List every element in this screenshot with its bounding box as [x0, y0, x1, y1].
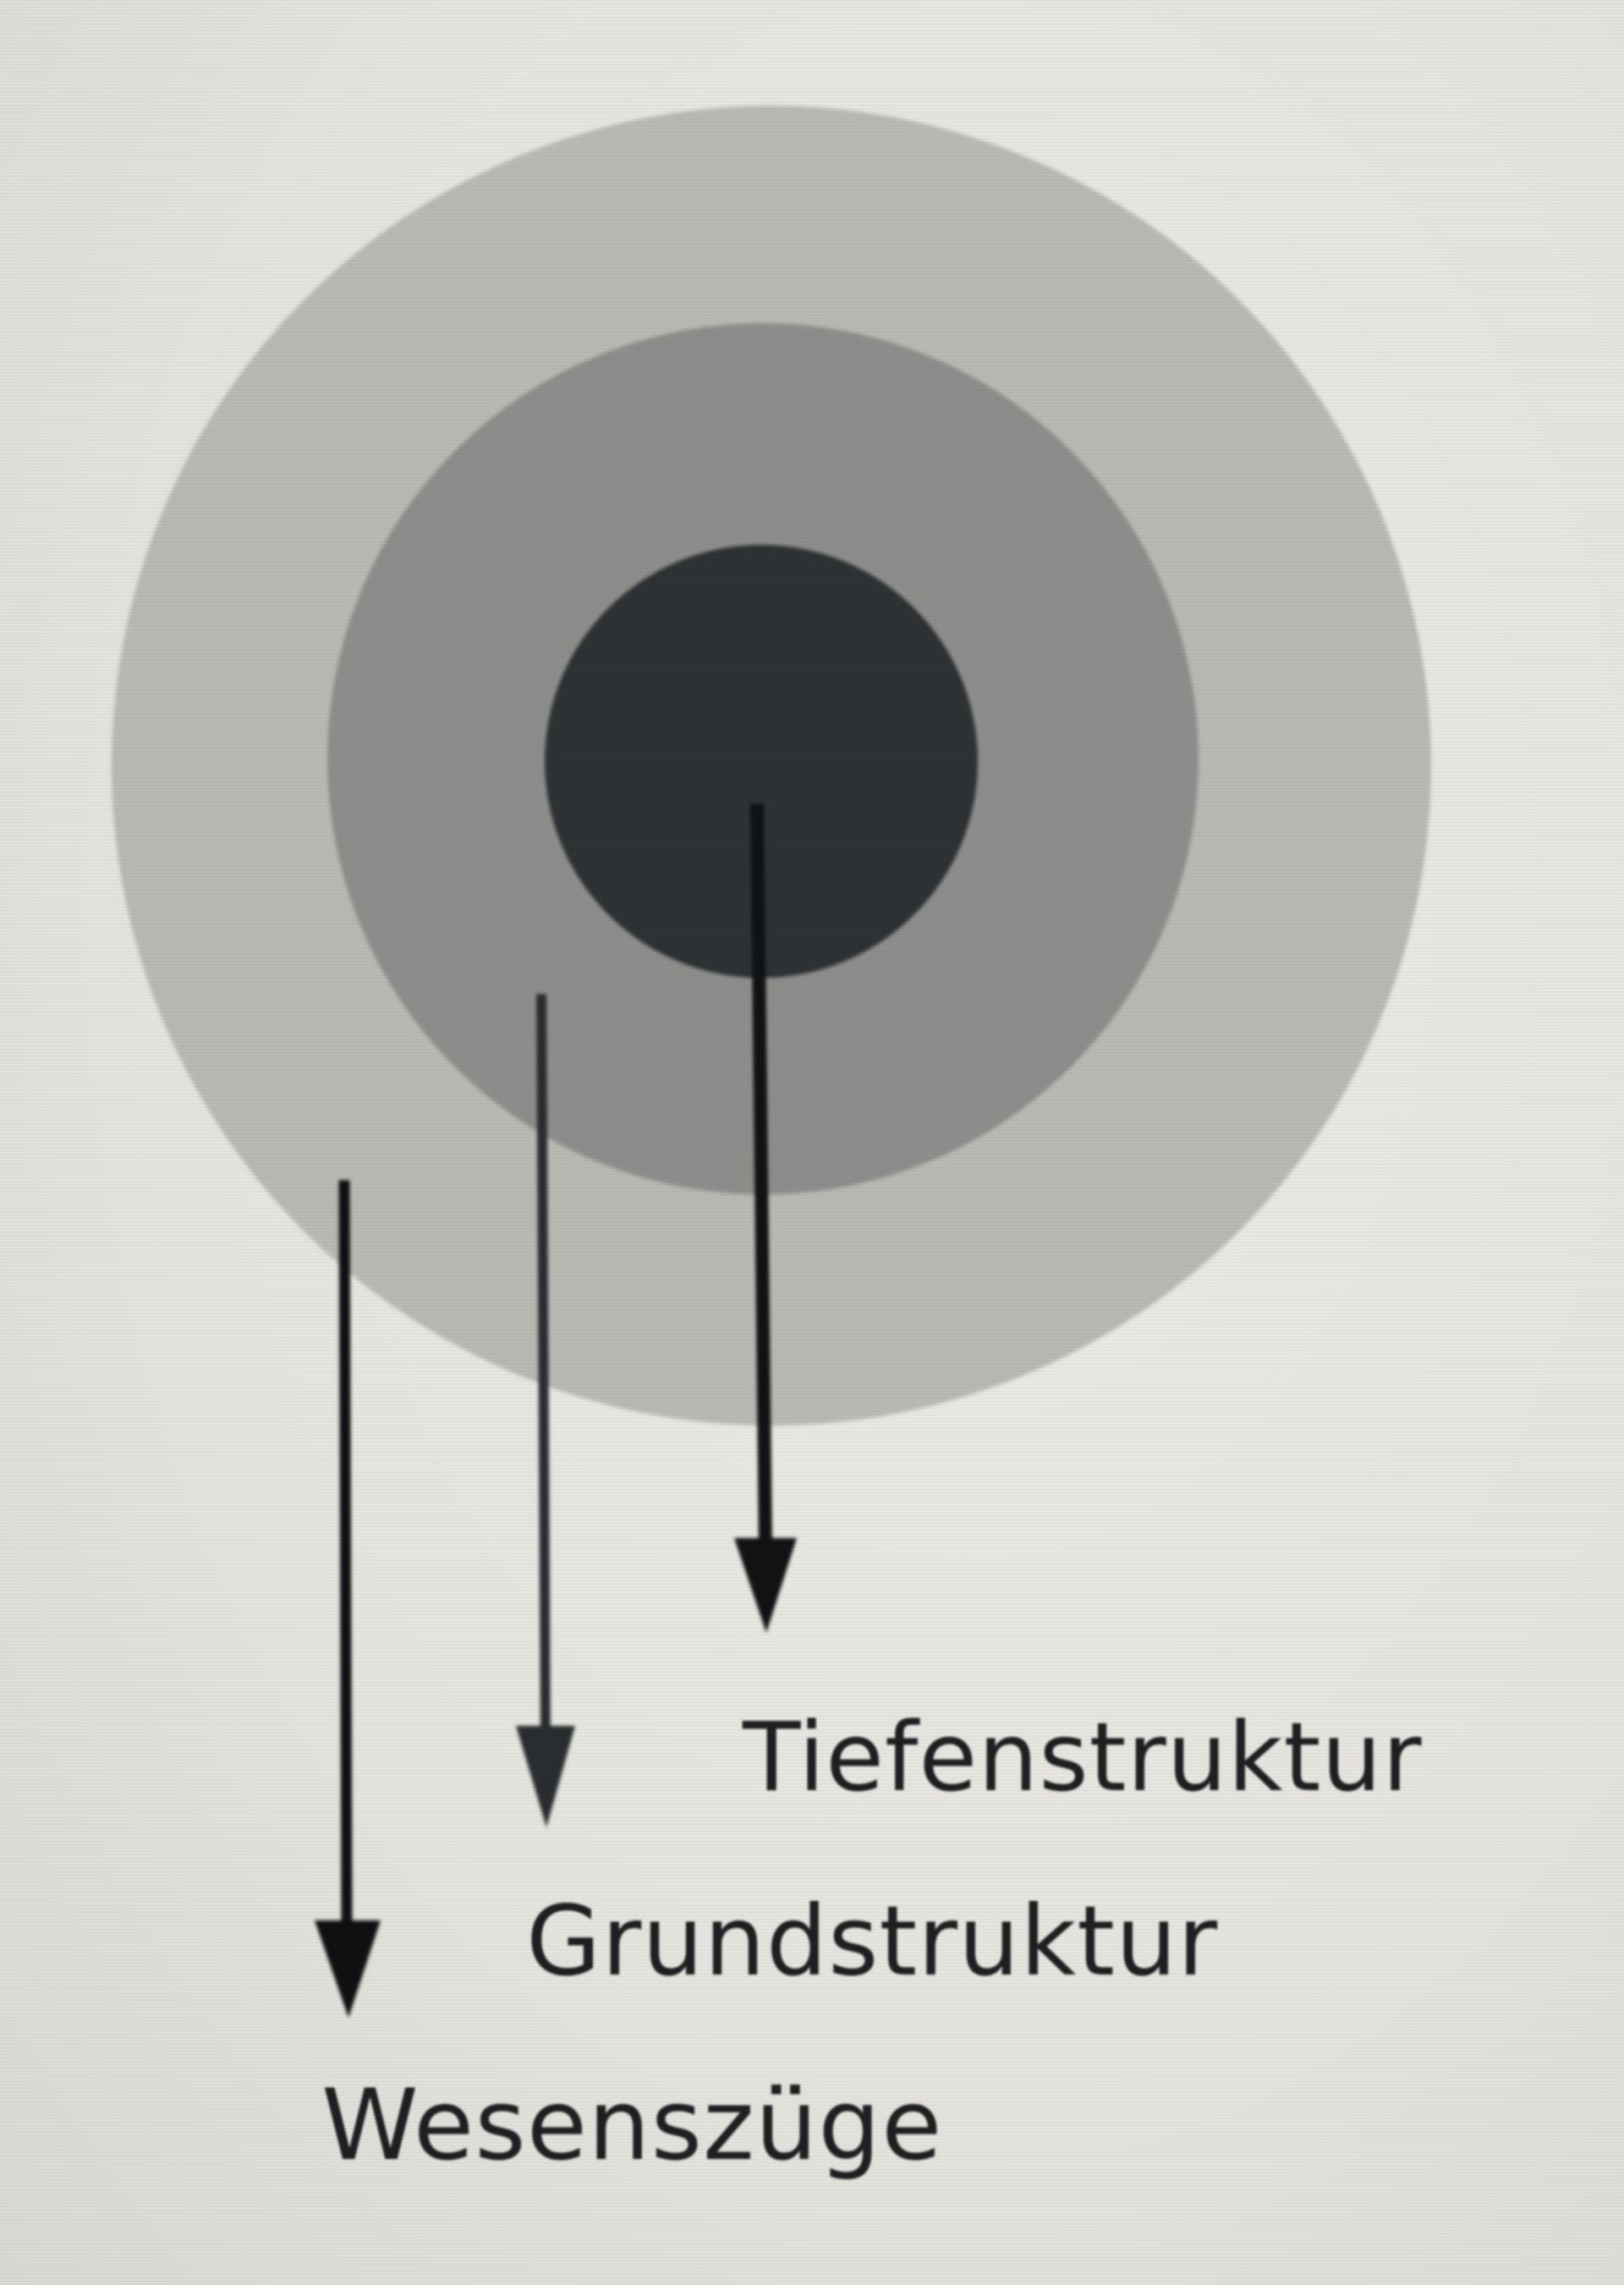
- label-wesenszuege: Wesenszüge: [321, 2068, 943, 2183]
- arrow-wesenszuege: [315, 1179, 381, 2018]
- arrow-grundstruktur: [516, 993, 575, 1827]
- inner-circle-tiefenstruktur: [545, 545, 978, 978]
- arrow-tiefenstruktur: [734, 803, 797, 1633]
- label-tiefenstruktur: Tiefenstruktur: [743, 1703, 1423, 1813]
- label-grundstruktur: Grundstruktur: [526, 1885, 1219, 1997]
